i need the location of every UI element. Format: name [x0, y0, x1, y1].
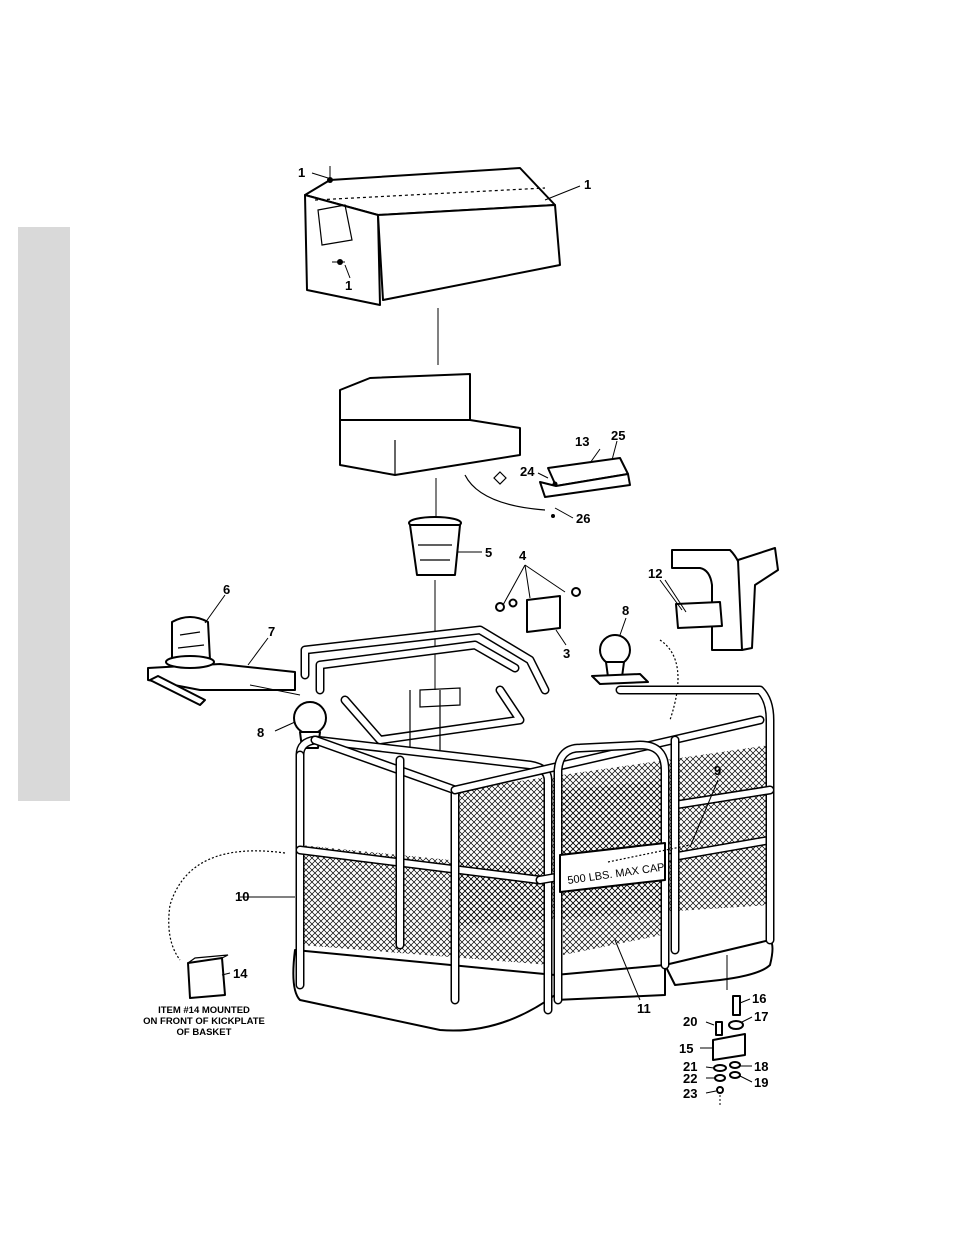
box-item-14 [188, 955, 228, 998]
cover-assembly [305, 166, 560, 365]
callout-17: 17 [754, 1009, 768, 1024]
callout-16: 16 [752, 991, 766, 1006]
callout-3: 3 [563, 646, 570, 661]
callout-14: 14 [233, 966, 248, 981]
callout-5: 5 [485, 545, 492, 560]
callout-8-left: 8 [257, 725, 264, 740]
callout-9: 9 [714, 763, 721, 778]
callout-22: 22 [683, 1071, 697, 1086]
callout-1-top: 1 [298, 165, 305, 180]
work-light-right [592, 635, 648, 684]
callout-6: 6 [223, 582, 230, 597]
harness-cable [169, 851, 285, 960]
callout-1-right: 1 [584, 177, 591, 192]
callout-7: 7 [268, 624, 275, 639]
rotating-beacon-bracket [148, 617, 300, 705]
beacon-light [409, 517, 461, 690]
callout-13: 13 [575, 434, 589, 449]
callout-24: 24 [520, 464, 535, 479]
callout-25: 25 [611, 428, 625, 443]
basket [293, 690, 772, 1031]
control-console [340, 374, 545, 520]
callout-10: 10 [235, 889, 249, 904]
callout-18: 18 [754, 1059, 768, 1074]
callout-12: 12 [648, 566, 662, 581]
note-line-3: OF BASKET [177, 1027, 232, 1038]
callout-19: 19 [754, 1075, 768, 1090]
callout-1-bottom: 1 [345, 278, 352, 293]
callout-15: 15 [679, 1041, 693, 1056]
note-line-1: ITEM #14 MOUNTED [158, 1005, 250, 1016]
callout-26: 26 [576, 511, 590, 526]
upper-frame [305, 630, 545, 750]
note-line-2: ON FRONT OF KICKPLATE [143, 1016, 265, 1027]
callout-23: 23 [683, 1086, 697, 1101]
callout-4: 4 [519, 548, 527, 563]
callout-8-right: 8 [622, 603, 629, 618]
mounting-note: ITEM #14 MOUNTED ON FRONT OF KICKPLATE O… [143, 1005, 265, 1038]
junction-box [494, 458, 630, 518]
callout-20: 20 [683, 1014, 697, 1029]
callout-11: 11 [637, 1001, 651, 1016]
